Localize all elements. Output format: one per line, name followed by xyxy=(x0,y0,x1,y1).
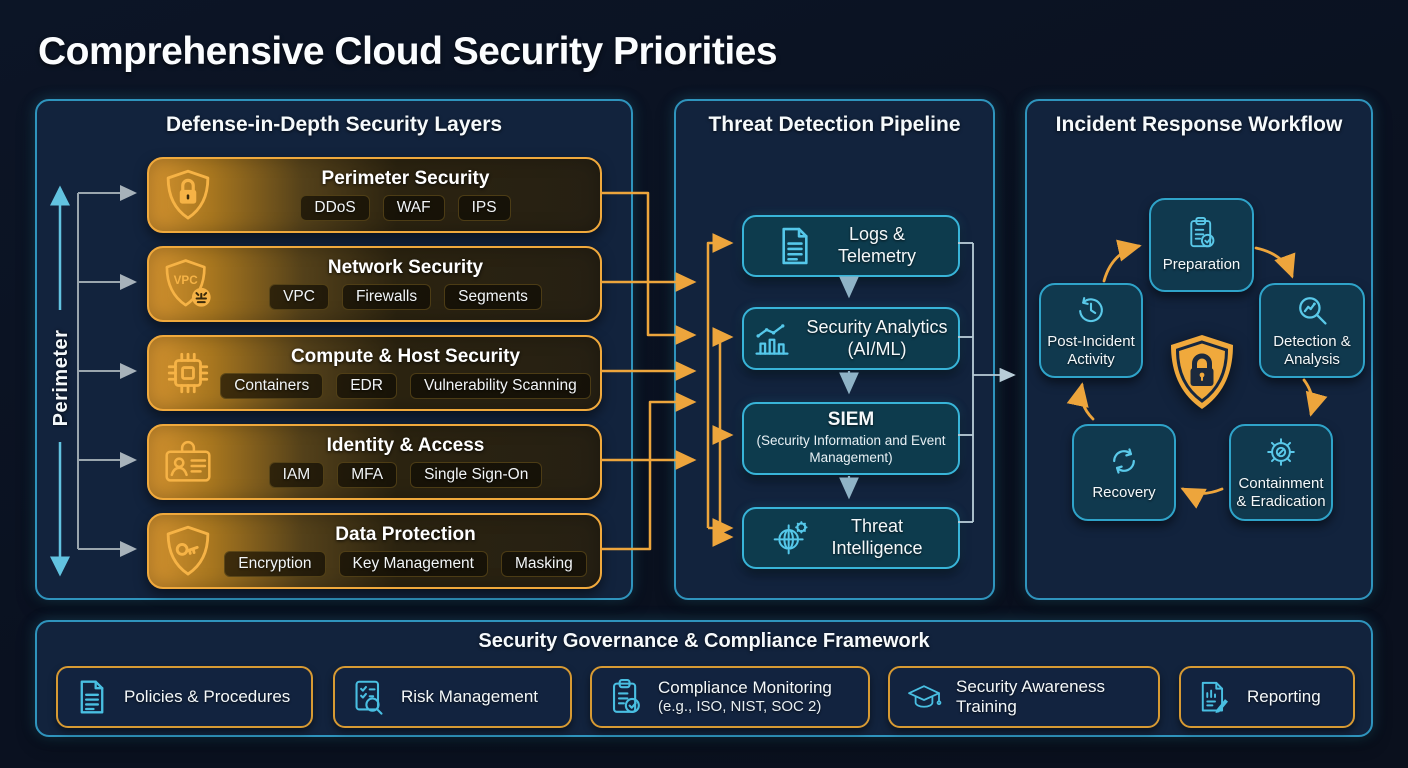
defense-in-depth-panel: Defense-in-Depth Security Layers Perimet… xyxy=(35,99,633,600)
incident-response-panel: Incident Response Workflow Preparation D… xyxy=(1025,99,1373,600)
layer-card-identity-access: Identity & Access IAM MFA Single Sign-On xyxy=(147,424,602,500)
stage-security-analytics: Security Analytics (AI/ML) xyxy=(742,307,960,370)
svg-text:VPC: VPC xyxy=(174,274,199,287)
step-containment-eradication: Containment & Eradication xyxy=(1229,424,1333,521)
gov-label: Policies & Procedures xyxy=(124,686,291,706)
step-label: Detection & Analysis xyxy=(1273,332,1351,368)
globe-gear-icon xyxy=(770,517,810,559)
step-detection-analysis: Detection & Analysis xyxy=(1259,283,1365,378)
tag: EDR xyxy=(336,373,397,399)
shield-lock-icon xyxy=(163,168,213,222)
layer-title: Network Security xyxy=(327,257,484,278)
stage-sublabel: (Security Information and Event Manageme… xyxy=(756,433,946,465)
document-icon xyxy=(74,678,110,716)
layer-title: Identity & Access xyxy=(326,435,485,456)
governance-panel: Security Governance & Compliance Framewo… xyxy=(35,620,1373,737)
step-post-incident-activity: Post-Incident Activity xyxy=(1039,283,1143,378)
gov-item-risk-management: Risk Management xyxy=(333,666,572,728)
tag: IAM xyxy=(268,462,325,488)
step-label: Preparation xyxy=(1162,256,1241,274)
gov-item-security-awareness-training: Security Awareness Training xyxy=(888,666,1160,728)
shield-lock-badge-icon xyxy=(1167,332,1237,412)
clipboard-check-icon xyxy=(608,678,644,716)
perimeter-axis-label: Perimeter xyxy=(50,329,72,427)
step-label: Post-Incident Activity xyxy=(1047,332,1135,368)
step-recovery: Recovery xyxy=(1072,424,1176,521)
pipeline-panel-title: Threat Detection Pipeline xyxy=(708,113,961,136)
governance-panel-title: Security Governance & Compliance Framewo… xyxy=(478,630,930,652)
tag: DDoS xyxy=(300,195,370,221)
layer-title: Data Protection xyxy=(335,524,476,545)
id-card-icon xyxy=(163,435,213,489)
incident-panel-title: Incident Response Workflow xyxy=(1055,113,1343,136)
defense-panel-title: Defense-in-Depth Security Layers xyxy=(165,113,503,136)
tag: MFA xyxy=(337,462,398,488)
tag: IPS xyxy=(457,195,511,221)
refresh-icon xyxy=(1107,444,1141,478)
gov-sublabel: (e.g., ISO, NIST, SOC 2) xyxy=(658,698,822,716)
step-label: Containment & Eradication xyxy=(1236,474,1326,510)
shield-key-icon xyxy=(163,524,213,578)
gear-icon xyxy=(1264,435,1298,469)
gov-label: Compliance Monitoring xyxy=(658,677,832,697)
tag: Vulnerability Scanning xyxy=(409,373,591,399)
gov-label: Reporting xyxy=(1247,686,1321,706)
layer-card-data-protection: Data Protection Encryption Key Managemen… xyxy=(147,513,602,589)
stage-label: Logs & Telemetry xyxy=(837,224,917,266)
gov-item-policies-procedures: Policies & Procedures xyxy=(56,666,313,728)
tag: WAF xyxy=(382,195,445,221)
checklist-magnifier-icon xyxy=(351,678,387,716)
shield-vpc-icon: VPC xyxy=(163,257,213,311)
threat-detection-panel: Threat Detection Pipeline Logs & Telemet… xyxy=(674,99,995,600)
tag: Key Management xyxy=(338,551,488,577)
tag: Encryption xyxy=(224,551,326,577)
tag: Segments xyxy=(444,284,542,310)
tag: Containers xyxy=(220,373,324,399)
gov-label: Risk Management xyxy=(401,686,539,706)
stage-threat-intelligence: Threat Intelligence xyxy=(742,507,960,569)
stage-label: Threat Intelligence xyxy=(831,516,923,558)
tag: Firewalls xyxy=(341,284,432,310)
page-title: Comprehensive Cloud Security Priorities xyxy=(38,30,778,73)
gov-item-compliance-monitoring: Compliance Monitoring (e.g., ISO, NIST, … xyxy=(590,666,870,728)
layer-card-perimeter-security: Perimeter Security DDoS WAF IPS xyxy=(147,157,602,233)
layer-title: Perimeter Security xyxy=(321,168,490,189)
clipboard-check-icon xyxy=(1185,216,1219,250)
doc-pen-icon xyxy=(1197,678,1233,716)
layer-card-compute-host-security: Compute & Host Security Containers EDR V… xyxy=(147,335,602,411)
step-label: Recovery xyxy=(1092,483,1156,501)
stage-logs-telemetry: Logs & Telemetry xyxy=(742,215,960,277)
history-clock-icon xyxy=(1074,293,1108,327)
step-preparation: Preparation xyxy=(1149,198,1254,292)
gov-label: Security Awareness Training xyxy=(956,676,1105,716)
stage-label: SIEM xyxy=(827,409,875,431)
graduation-cap-icon xyxy=(906,678,942,716)
document-icon xyxy=(775,225,815,267)
layer-title: Compute & Host Security xyxy=(290,346,521,367)
stage-label: Security Analytics (AI/ML) xyxy=(806,316,948,359)
analytics-icon xyxy=(752,318,792,360)
tag: VPC xyxy=(269,284,329,310)
chip-icon xyxy=(163,346,213,400)
magnifier-chart-icon xyxy=(1295,293,1329,327)
layer-card-network-security: VPC Network Security VPC Firewalls Segme… xyxy=(147,246,602,322)
tag: Single Sign-On xyxy=(410,462,543,488)
gov-item-reporting: Reporting xyxy=(1179,666,1355,728)
stage-siem: SIEM (Security Information and Event Man… xyxy=(742,402,960,475)
tag: Masking xyxy=(501,551,587,577)
